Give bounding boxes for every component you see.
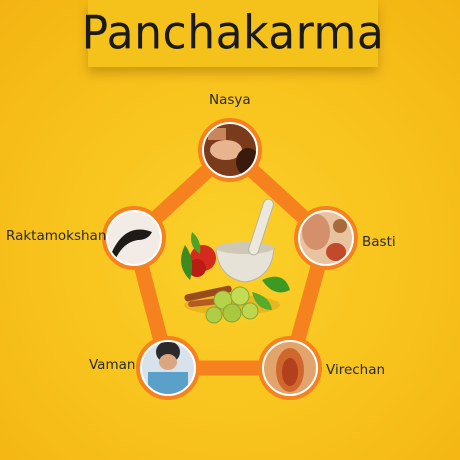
nasya-photo bbox=[204, 124, 256, 176]
step-node-raktamokshan[interactable] bbox=[102, 206, 166, 270]
basti-photo bbox=[300, 212, 352, 264]
title-banner: Panchakarma bbox=[82, 0, 384, 67]
vaman-photo bbox=[142, 342, 194, 394]
step-label-vaman: Vaman bbox=[89, 357, 136, 373]
step-label-virechan: Virechan bbox=[326, 362, 386, 378]
mortar-pestle-herbs-illustration bbox=[181, 198, 290, 324]
step-label-raktamokshan: Raktamokshan bbox=[6, 228, 107, 244]
step-node-basti[interactable] bbox=[294, 206, 358, 270]
step-label-nasya: Nasya bbox=[209, 92, 251, 108]
step-node-vaman[interactable] bbox=[136, 336, 200, 400]
raktamokshan-photo bbox=[108, 212, 160, 264]
virechan-photo bbox=[264, 342, 316, 394]
step-label-basti: Basti bbox=[362, 234, 396, 250]
step-node-virechan[interactable] bbox=[258, 336, 322, 400]
page-title: Panchakarma bbox=[81, 6, 385, 61]
step-node-nasya[interactable] bbox=[198, 118, 262, 182]
